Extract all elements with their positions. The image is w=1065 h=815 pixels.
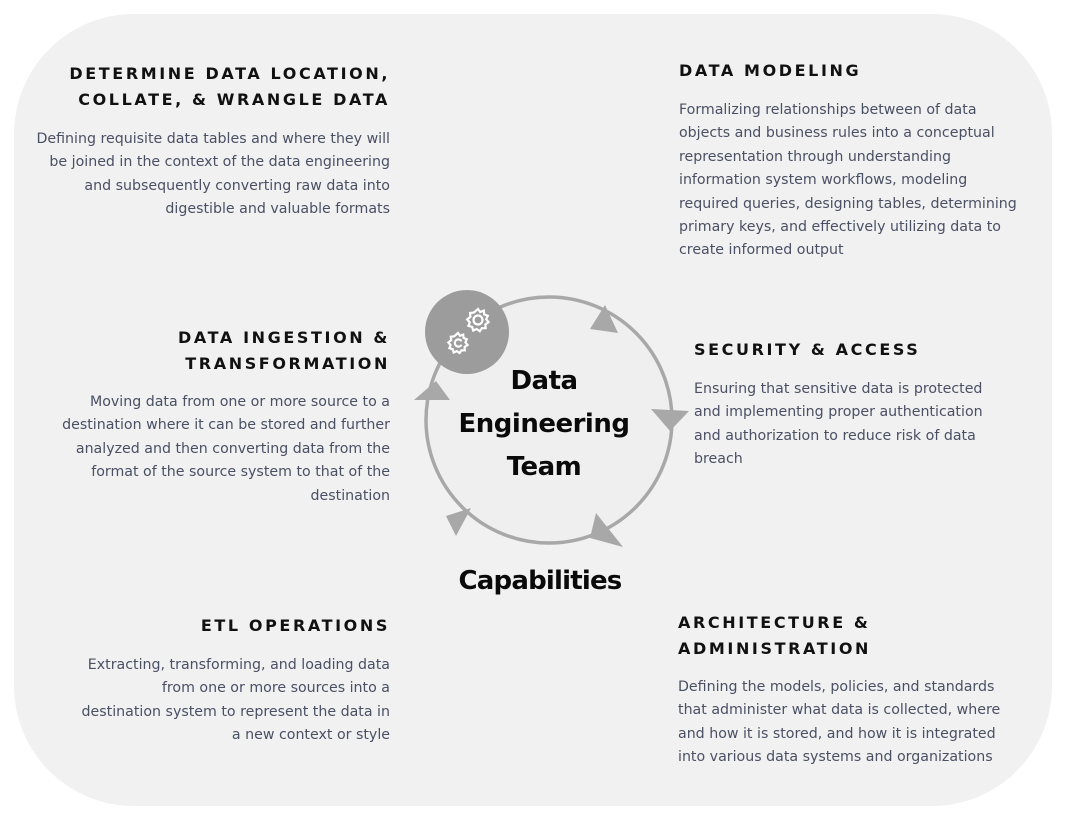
description-line: Extracting, transforming, and loading da… [87, 657, 390, 673]
capability-description: Defining requisite data tables and where… [20, 128, 390, 222]
description-line: destination where it can be stored and f… [62, 417, 390, 434]
description-line: objects and business rules into a concep… [679, 125, 995, 142]
cycle-ring-diagram [414, 290, 689, 547]
description-line: create informed output [679, 242, 844, 259]
description-line: digestible and valuable formats [165, 201, 390, 218]
heading-line: DATA MODELING [679, 61, 862, 80]
heading-line: ETL OPERATIONS [200, 616, 390, 635]
heading-line: TRANSFORMATION [185, 354, 390, 373]
arrow-icon [590, 513, 623, 547]
description-line: breach [694, 451, 743, 468]
capability-heading: ETL OPERATIONS [20, 613, 390, 639]
center-title: Data Engineering Team [444, 360, 644, 489]
arrow-icon [651, 409, 689, 431]
cycle-arrow-icons [414, 305, 689, 547]
capability-security-access: SECURITY & ACCESS Ensuring that sensitiv… [694, 337, 1034, 472]
description-line: Ensuring that sensitive data is protecte… [694, 381, 983, 397]
arrow-icon [590, 305, 618, 333]
description-line: Moving data from one or more source to a [89, 394, 390, 410]
capability-heading: DETERMINE DATA LOCATION, COLLATE, & WRAN… [20, 61, 390, 113]
heading-line: ADMINISTRATION [678, 639, 872, 658]
description-line: that administer what data is collected, … [678, 702, 1001, 719]
description-line: analyzed and then converting data from t… [75, 440, 390, 457]
description-line: information system workflows, modeling [679, 172, 968, 189]
heading-line: DATA INGESTION & [178, 328, 390, 347]
description-line: be joined in the context of the data eng… [49, 154, 390, 171]
description-line: format of the source system to that of t… [91, 464, 390, 481]
description-line: from one or more sources into a [161, 680, 390, 697]
center-title-line: Data [510, 366, 578, 396]
description-line: into various data systems and organizati… [678, 749, 993, 766]
heading-line: DETERMINE DATA LOCATION, [69, 64, 390, 83]
capability-description: Ensuring that sensitive data is protecte… [694, 378, 1034, 472]
description-line: Defining requisite data tables and where… [36, 131, 390, 147]
capability-heading: DATA INGESTION & TRANSFORMATION [20, 325, 390, 377]
capability-description: Formalizing relationships between of dat… [679, 99, 1049, 263]
capabilities-label: Capabilities [458, 566, 623, 596]
description-line: and subsequently converting raw data int… [84, 177, 390, 194]
description-line: and implementing proper authentication [694, 404, 983, 421]
capability-data-ingestion: DATA INGESTION & TRANSFORMATION Moving d… [20, 325, 390, 508]
description-line: primary keys, and effectively utilizing … [679, 219, 1001, 236]
gear-badge [425, 290, 509, 374]
center-title-line: Engineering [458, 409, 630, 439]
arrow-icon [414, 381, 450, 400]
description-line: destination system to represent the data… [81, 703, 390, 720]
capability-heading: ARCHITECTURE & ADMINISTRATION [678, 610, 1048, 662]
description-line: required queries, designing tables, dete… [679, 195, 1017, 212]
capability-description: Defining the models, policies, and stand… [678, 676, 1048, 770]
description-line: Defining the models, policies, and stand… [678, 679, 995, 695]
description-line: Formalizing relationships between of dat… [679, 102, 977, 118]
capability-heading: SECURITY & ACCESS [694, 337, 1034, 363]
capability-etl-operations: ETL OPERATIONS Extracting, transforming,… [20, 613, 390, 748]
capability-description: Moving data from one or more source to a… [20, 391, 390, 508]
heading-line: ARCHITECTURE & [678, 613, 871, 632]
heading-line: COLLATE, & WRANGLE DATA [78, 90, 390, 109]
capability-determine-data-location: DETERMINE DATA LOCATION, COLLATE, & WRAN… [20, 61, 390, 222]
arrow-icon [446, 508, 471, 536]
center-title-line: Team [506, 452, 582, 482]
gears-icon [446, 307, 491, 355]
capability-architecture-administration: ARCHITECTURE & ADMINISTRATION Defining t… [678, 610, 1048, 770]
capability-data-modeling: DATA MODELING Formalizing relationships … [679, 58, 1049, 263]
capability-heading: DATA MODELING [679, 58, 1049, 84]
description-line: destination [310, 487, 391, 504]
capability-description: Extracting, transforming, and loading da… [20, 654, 390, 748]
description-line: a new context or style [231, 727, 390, 744]
description-line: and how it is stored, and how it is inte… [678, 725, 996, 742]
heading-line: SECURITY & ACCESS [694, 340, 921, 359]
description-line: representation through understanding [679, 148, 951, 165]
description-line: and authorization to reduce risk of data [694, 427, 976, 444]
